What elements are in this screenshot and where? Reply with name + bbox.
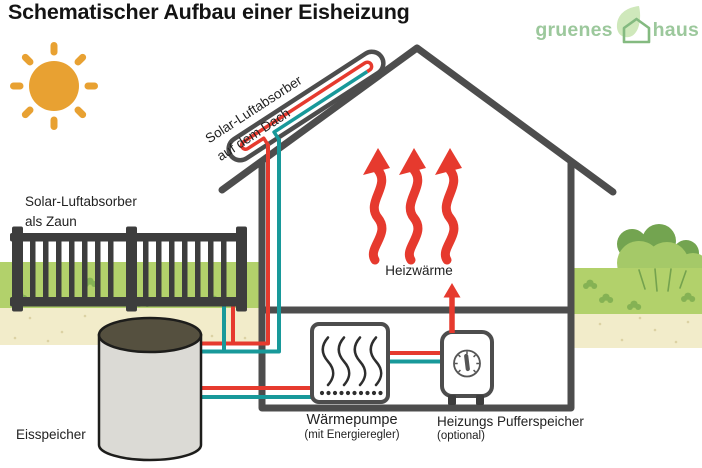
cold-pipes: [200, 139, 442, 399]
logo-word-right: haus: [652, 18, 699, 41]
bush-blades: [638, 268, 687, 292]
logo-house-leaf-icon: [616, 6, 650, 44]
ground-speckles: [13, 314, 690, 344]
heat-output-label: Heizwärme: [385, 263, 453, 278]
sun-icon: [10, 42, 98, 130]
pipe-network: [200, 139, 442, 399]
heat-pump-unit: [310, 322, 390, 404]
roof-solar-absorber: [226, 49, 386, 163]
buffer-tank-unit: [440, 330, 494, 405]
heat-waves-icon: [321, 336, 383, 387]
logo-word-left: gruenes: [535, 18, 613, 41]
fence-slats: [30, 240, 227, 299]
house-outline: [218, 44, 617, 412]
thermostat-dial-icon: [453, 349, 481, 378]
fence-absorber-label: Solar-Luftabsorber als Zaun: [25, 194, 137, 229]
page-title: Schematischer Aufbau einer Eisheizung: [8, 0, 410, 24]
heat-flow-arrow: [443, 283, 461, 333]
heat-pump-vents: [319, 390, 383, 396]
heat-pump-label: Wärmepumpe (mit Energieregler): [304, 412, 400, 441]
ice-storage-label: Eisspeicher: [16, 427, 86, 442]
ground-right: [571, 314, 702, 348]
fence-solar-absorber: [10, 226, 247, 312]
brand-logo: gruenes haus: [535, 5, 699, 45]
heat-arrows-icon: [363, 148, 462, 260]
ice-storage-tank: [97, 316, 203, 462]
buffer-tank-label: Heizungs Pufferspeicher (optional): [437, 414, 584, 442]
